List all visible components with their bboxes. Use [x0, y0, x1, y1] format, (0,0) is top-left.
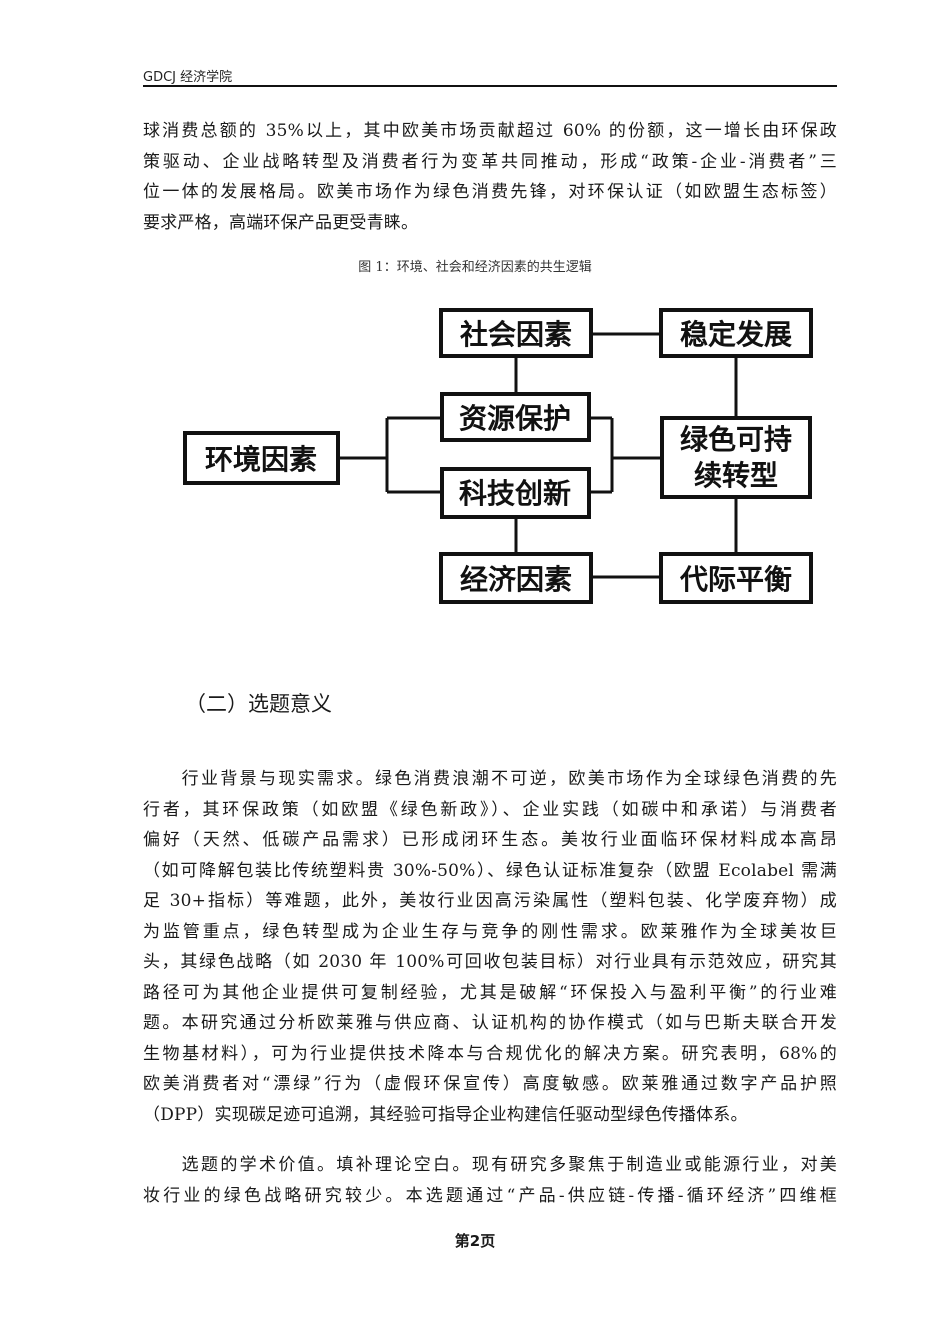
text-line: （DPP）实现碳足迹可追溯，其经验可指导企业构建信任驱动型绿色传播体系。 — [143, 1104, 748, 1125]
social-factor-label: 社会因素 — [460, 318, 572, 351]
tech-innovation-label: 科技创新 — [459, 477, 571, 510]
header-rule — [143, 85, 837, 87]
environment-factor-box — [183, 431, 340, 485]
text-line: （如可降解包装比传统塑料贵 30%-50%）、绿色认证标准复杂（欧盟 Ecola… — [143, 860, 837, 881]
text-line: 生物基材料），可为行业提供技术降本与合规优化的解决方案。研究表明，68%的 — [143, 1043, 837, 1064]
tech-innovation-box — [440, 467, 591, 519]
running-header: GDCJ 经济学院 — [143, 70, 233, 85]
economic-factor-box — [439, 552, 593, 604]
text-line: 题。本研究通过分析欧莱雅与供应商、认证机构的协作模式（如与巴斯夫联合开发 — [143, 1013, 837, 1033]
text-line: 为监管重点，绿色转型成为企业生存与竞争的刚性需求。欧莱雅作为全球美妆巨 — [143, 921, 837, 942]
page-number: 第2页 — [454, 1232, 496, 1250]
resource-protection-box — [440, 392, 591, 442]
text-line: 策驱动、企业战略转型及消费者行为变革共同推动，形成“政策-企业-消费者”三 — [143, 151, 837, 172]
text-line: 路径可为其他企业提供可复制经验，尤其是破解“环保投入与盈利平衡”的行业难 — [143, 982, 837, 1003]
resource-protection-label: 资源保护 — [459, 402, 571, 435]
green-transition-box — [660, 416, 812, 499]
text-line: 行者，其环保政策（如欧盟《绿色新政》）、企业实践（如碳中和承诺）与消费者 — [143, 799, 837, 820]
stable-development-box — [659, 308, 813, 358]
section-heading: （二）选题意义 — [185, 692, 332, 716]
text-line: 球消费总额的 35%以上，其中欧美市场贡献超过 60% 的份额，这一增长由环保政 — [143, 121, 837, 141]
text-line: 妆行业的绿色战略研究较少。本选题通过“产品-供应链-传播-循环经济”四维框 — [143, 1185, 837, 1206]
body-paragraph-1: 行业背景与现实需求。绿色消费浪潮不可逆，欧美市场作为全球绿色消费的先 行者，其环… — [143, 764, 837, 1130]
body-paragraph-2: 选题的学术价值。填补理论空白。现有研究多聚焦于制造业或能源行业，对美 妆行业的绿… — [143, 1150, 837, 1211]
figure-caption: 图 1：环境、社会和经济因素的共生逻辑 — [358, 260, 592, 275]
text-line: 欧美消费者对“漂绿”行为（虚假环保宣传）高度敏感。欧莱雅通过数字产品护照 — [143, 1074, 837, 1094]
text-line: 要求严格，高端环保产品更受青睐。 — [143, 212, 419, 233]
intergenerational-balance-label: 代际平衡 — [679, 563, 792, 596]
green-transition-label-line1: 绿色可持 — [680, 423, 792, 456]
text-line: 足 30+指标）等难题，此外，美妆行业因高污染属性（塑料包装、化学废弃物）成 — [143, 891, 837, 911]
economic-factor-label: 经济因素 — [460, 563, 572, 596]
social-factor-box — [439, 308, 593, 358]
environment-factor-label: 环境因素 — [205, 443, 317, 476]
stable-development-label: 稳定发展 — [680, 318, 792, 351]
intro-paragraph: 球消费总额的 35%以上，其中欧美市场贡献超过 60% 的份额，这一增长由环保政… — [143, 116, 837, 238]
green-transition-label-line2: 续转型 — [694, 459, 778, 492]
intergenerational-balance-box — [659, 552, 813, 604]
text-line: 偏好（天然、低碳产品需求）已形成闭环生态。美妆行业面临环保材料成本高昂 — [143, 830, 837, 850]
text-line: 头，其绿色战略（如 2030 年 100%可回收包装目标）对行业具有示范效应，研… — [143, 952, 837, 972]
text-line: 位一体的发展格局。欧美市场作为绿色消费先锋，对环保认证（如欧盟生态标签） — [143, 182, 837, 202]
text-line: 行业背景与现实需求。绿色消费浪潮不可逆，欧美市场作为全球绿色消费的先 — [143, 769, 837, 789]
text-line: 选题的学术价值。填补理论空白。现有研究多聚焦于制造业或能源行业，对美 — [143, 1155, 837, 1175]
